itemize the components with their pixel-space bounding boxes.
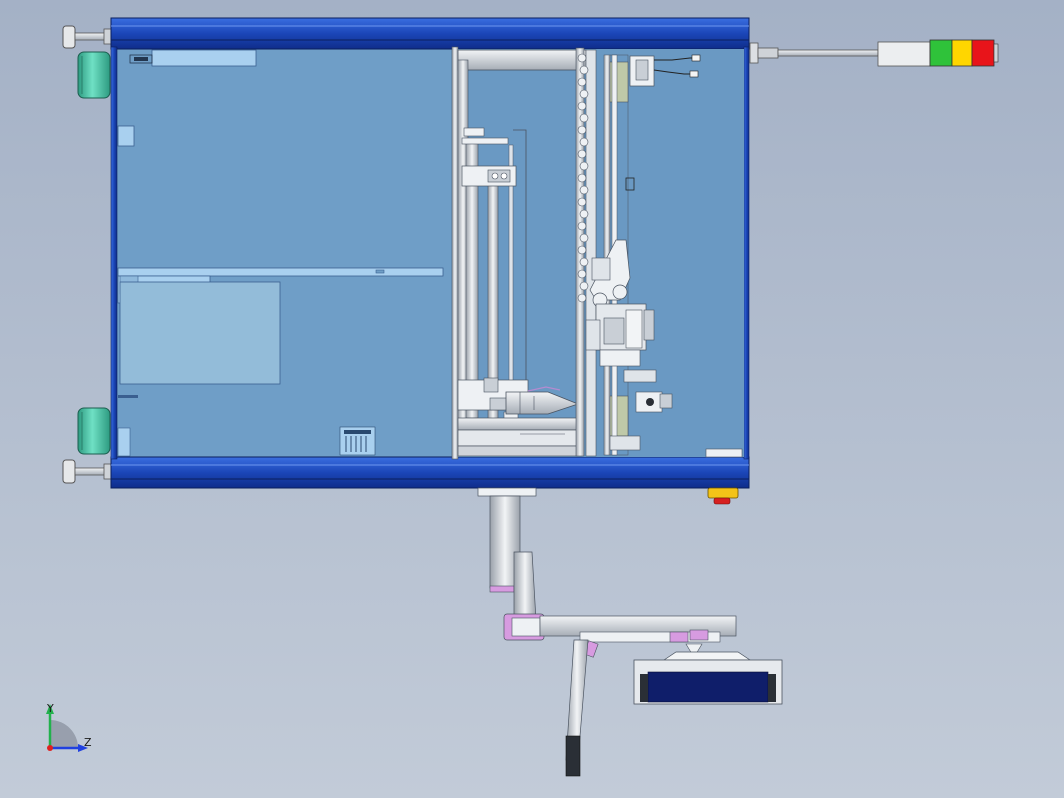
feed-motor-top[interactable] xyxy=(77,51,111,99)
carriage-head[interactable] xyxy=(585,239,673,451)
drag-chain-link xyxy=(579,161,589,171)
column-upper-block xyxy=(461,165,517,187)
drag-chain-link xyxy=(579,65,589,75)
drag-chain-link xyxy=(577,77,587,87)
drag-chain-link xyxy=(577,269,587,279)
frame-top-rail xyxy=(110,17,750,50)
drag-chain-link xyxy=(577,53,587,63)
drag-chain-link xyxy=(577,173,587,183)
drag-chain-link xyxy=(579,209,589,219)
tower-light-red xyxy=(971,39,995,67)
lift-motor[interactable] xyxy=(629,54,701,87)
drag-chain-link xyxy=(577,197,587,207)
drag-chain-link xyxy=(579,233,589,243)
drag-chain-link xyxy=(577,245,587,255)
drag-chain-link xyxy=(579,89,589,99)
emergency-stop[interactable] xyxy=(707,487,739,505)
drag-chain-link xyxy=(577,149,587,159)
monitor[interactable] xyxy=(633,643,783,705)
leveling-foot-bottom[interactable] xyxy=(62,459,113,484)
leveling-foot-top[interactable] xyxy=(62,25,113,49)
drag-chain-link xyxy=(577,125,587,135)
terminal-block xyxy=(339,426,376,456)
leveling-feet xyxy=(62,25,113,484)
carriage[interactable] xyxy=(585,54,743,458)
compartment-divider xyxy=(451,46,459,460)
feed-motors xyxy=(77,51,111,455)
frame-left-post xyxy=(110,46,118,460)
dispensing-nozzle[interactable] xyxy=(505,391,580,415)
drag-chain-link xyxy=(579,137,589,147)
drag-chain-link xyxy=(577,101,587,111)
signal-tower[interactable] xyxy=(749,39,999,67)
monitor-screen xyxy=(647,671,769,703)
frame-bottom-rail xyxy=(110,456,750,489)
triad-z-label: Z xyxy=(84,736,92,749)
drag-chain-link xyxy=(577,221,587,231)
frame-right-post xyxy=(743,46,750,460)
left-compartment xyxy=(117,49,444,457)
drag-chain xyxy=(577,49,597,457)
drag-chain-link xyxy=(579,113,589,123)
drag-chain-link xyxy=(577,293,587,303)
drag-chain-link xyxy=(579,257,589,267)
triad-y-label: Y xyxy=(46,702,54,715)
drag-chain-link xyxy=(579,185,589,195)
drag-chain-link xyxy=(579,281,589,291)
tower-light-yellow xyxy=(951,39,973,67)
main-enclosure[interactable] xyxy=(110,17,750,489)
feed-motor-bottom[interactable] xyxy=(77,407,111,455)
monitor-arm[interactable] xyxy=(477,487,737,777)
orientation-triad[interactable]: Y Z xyxy=(46,702,92,752)
tower-light-green xyxy=(929,39,953,67)
